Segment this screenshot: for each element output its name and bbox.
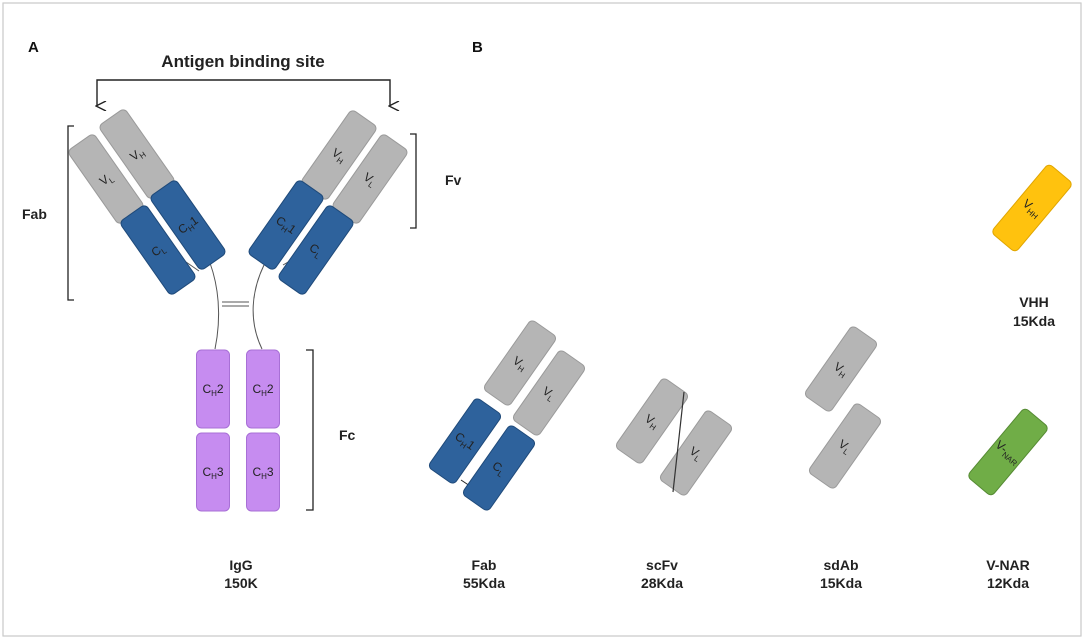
caption-scfv-size: 28Kda	[641, 575, 683, 591]
igg-cl-left-domain: CL	[120, 205, 196, 295]
igg-ch3-right-domain: CH3	[246, 432, 280, 512]
caption-fab-size: 55Kda	[463, 575, 505, 591]
igg-ch2-right-domain-label: CH2	[252, 382, 273, 398]
caption-sdab-size: 15Kda	[820, 575, 862, 591]
caption-igg-size: 150K	[224, 575, 257, 591]
fc-bracket-label: Fc	[339, 427, 356, 443]
igg-linkers	[185, 257, 296, 350]
igg-cl-right-domain-shape	[278, 205, 354, 295]
scfv-vl-domain-shape	[659, 410, 733, 496]
igg-ch1-left-domain: CH1	[150, 180, 226, 270]
igg-ch3-right-domain-label: CH3	[252, 465, 273, 481]
igg-ch2-left-domain-label: CH2	[202, 382, 223, 398]
caption-vnar-name: V-NAR	[986, 557, 1030, 573]
fab-fragment-vl-domain-shape	[512, 350, 586, 436]
igg-ch1-left-domain-shape	[150, 180, 226, 270]
vhh-domain-shape	[992, 164, 1072, 252]
caption-igg-name: IgG	[229, 557, 252, 573]
fv-bracket-label: Fv	[445, 172, 462, 188]
panel-label-b: B	[472, 39, 483, 56]
igg-ch1-right-domain-shape	[248, 180, 324, 270]
igg-vh-right-domain: VH	[301, 110, 377, 200]
igg-ch3-left-domain: CH3	[196, 432, 230, 512]
scfv-vl-domain: VL	[659, 410, 733, 496]
panel-label-a: A	[28, 39, 39, 56]
sdab-vh-domain-shape	[804, 326, 878, 412]
igg-vl-left-domain: VL	[68, 134, 144, 224]
caption-vhh-size: 15Kda	[1013, 313, 1055, 329]
scfv-vh-domain-shape	[615, 378, 689, 464]
fab-fragment-vh-domain-shape	[483, 320, 557, 406]
sdab-vh-domain: VH	[804, 326, 878, 412]
fv-bracket	[410, 133, 417, 229]
caption-vnar-size: 12Kda	[987, 575, 1029, 591]
fab-fragment-ch1-domain: CH1	[428, 398, 502, 484]
igg-ch1-right-domain: CH1	[248, 180, 324, 270]
fab-fragment-vh-domain: VH	[483, 320, 557, 406]
fc-bracket	[306, 349, 314, 511]
caption-fab-name: Fab	[472, 557, 497, 573]
igg-vl-right-domain: VL	[332, 134, 408, 224]
caption-scfv-name: scFv	[646, 557, 678, 573]
igg-ch2-left-domain-shape	[196, 349, 230, 429]
igg-ch3-left-domain-shape	[196, 432, 230, 512]
antigen-binding-arrow	[97, 79, 390, 106]
sdab-vl-domain-shape	[808, 403, 882, 489]
fab-fragment-vl-domain: VL	[512, 350, 586, 436]
fab-bracket-label: Fab	[22, 206, 47, 222]
fab-fragment-cl-domain: CL	[462, 425, 536, 511]
scfv-vh-domain: VH	[615, 378, 689, 464]
igg-ch2-left-domain: CH2	[196, 349, 230, 429]
igg-ch3-left-domain-label: CH3	[202, 465, 223, 481]
fab-fragment-ch1-domain-shape	[428, 398, 502, 484]
caption-sdab-name: sdAb	[824, 557, 859, 573]
fab-bracket	[67, 125, 74, 301]
caption-vhh-name: VHH	[1019, 294, 1049, 310]
igg-cl-left-domain-shape	[120, 205, 196, 295]
fab-fragment-cl-domain-shape	[462, 425, 536, 511]
vnar-domain-shape	[968, 408, 1048, 496]
vhh-domain: VHH	[992, 164, 1072, 252]
igg-ch2-right-domain: CH2	[246, 349, 280, 429]
sdab-vl-domain: VL	[808, 403, 882, 489]
vnar-domain: V-NAR	[968, 408, 1048, 496]
igg-ch2-right-domain-shape	[246, 349, 280, 429]
igg-cl-right-domain: CL	[278, 205, 354, 295]
antigen-binding-title: Antigen binding site	[161, 52, 324, 71]
igg-ch3-right-domain-shape	[246, 432, 280, 512]
scfv-linker	[672, 391, 685, 493]
